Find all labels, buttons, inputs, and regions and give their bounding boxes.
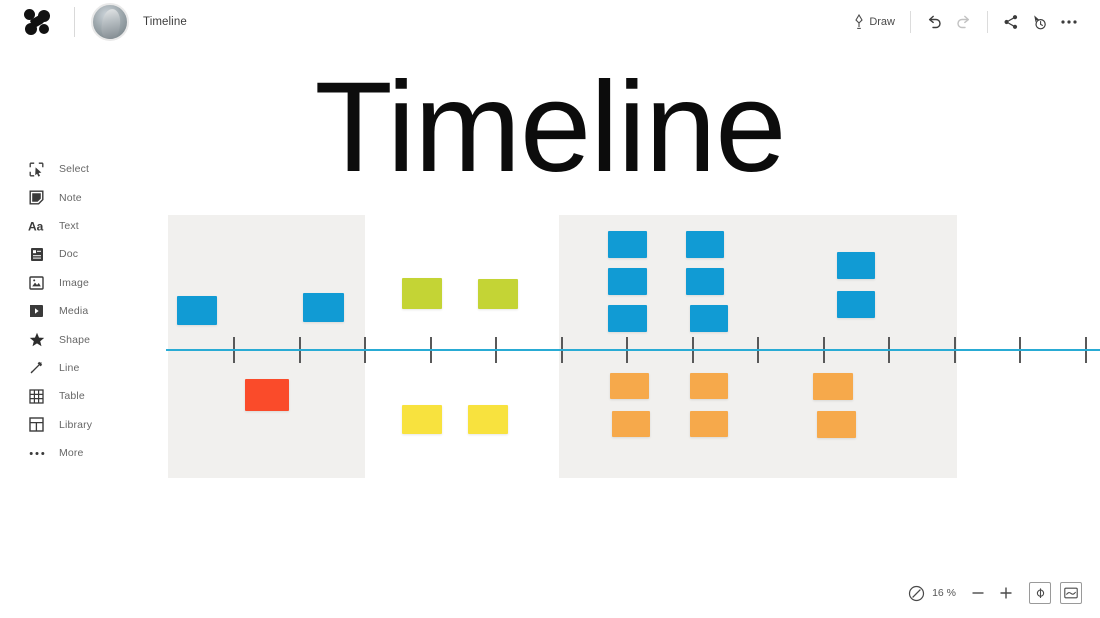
sidebar-item-line[interactable]: Line (0, 354, 120, 382)
minimap-icon (1064, 587, 1078, 599)
cloverleaf-logo-icon (24, 9, 50, 35)
sidebar-item-label: More (59, 447, 84, 460)
timeline-axis-line[interactable] (166, 349, 1100, 351)
sidebar-item-label: Shape (59, 333, 91, 346)
card-blue[interactable] (686, 231, 724, 258)
card-blue[interactable] (608, 268, 647, 295)
draw-button[interactable]: Draw (846, 7, 901, 37)
svg-text:Aa: Aa (28, 219, 44, 233)
zoom-controls: 16 % (902, 578, 1082, 608)
pen-nib-icon (852, 14, 866, 30)
card-orange[interactable] (690, 373, 728, 399)
card-blue[interactable] (690, 305, 728, 332)
undo-button[interactable] (920, 7, 949, 37)
sidebar-item-label: Text (59, 219, 79, 232)
card-orange[interactable] (612, 411, 650, 437)
sidebar-item-label: Image (59, 276, 89, 289)
card-blue[interactable] (837, 252, 875, 279)
sidebar-item-select[interactable]: Select (0, 155, 120, 183)
more-horizontal-icon (28, 445, 45, 462)
history-button[interactable] (1025, 7, 1054, 37)
zone-left[interactable] (168, 215, 365, 478)
card-blue[interactable] (686, 268, 724, 295)
sticky-note-icon (28, 189, 45, 206)
image-icon (28, 274, 45, 291)
draw-label: Draw (869, 16, 895, 28)
tool-rail: Select Note Aa Text (0, 155, 120, 467)
undo-arrow-icon (926, 14, 943, 30)
zoom-in-button[interactable] (992, 579, 1020, 607)
sidebar-item-media[interactable]: Media (0, 297, 120, 325)
minimap-button[interactable] (1060, 582, 1082, 604)
library-panel-icon (28, 416, 45, 433)
card-orange[interactable] (813, 373, 853, 400)
app-logo-button[interactable] (0, 0, 74, 44)
sidebar-item-label: Select (59, 163, 90, 176)
redo-button[interactable] (949, 7, 978, 37)
card-blue[interactable] (608, 305, 647, 332)
sidebar-item-label: Media (59, 305, 89, 318)
sidebar-item-label: Line (59, 361, 80, 374)
sidebar-item-image[interactable]: Image (0, 269, 120, 297)
sidebar-item-text[interactable]: Aa Text (0, 212, 120, 240)
card-lime[interactable] (478, 279, 518, 309)
card-blue[interactable] (303, 293, 344, 322)
card-red[interactable] (245, 379, 289, 411)
more-options-button[interactable] (1054, 7, 1084, 37)
actions-divider-2 (987, 11, 988, 33)
sidebar-item-label: Doc (59, 248, 79, 261)
actions-divider-1 (910, 11, 911, 33)
history-clock-cursor-icon (1031, 14, 1048, 31)
sidebar-item-more[interactable]: More (0, 439, 120, 467)
line-pen-icon (28, 359, 45, 376)
share-nodes-icon (1003, 14, 1019, 30)
redo-arrow-icon (955, 14, 972, 30)
share-button[interactable] (997, 7, 1025, 37)
document-icon (28, 246, 45, 263)
toolbar-divider (74, 7, 75, 37)
board-title[interactable]: Timeline (314, 56, 787, 199)
card-orange[interactable] (817, 411, 856, 438)
card-blue[interactable] (837, 291, 875, 318)
sidebar-item-shape[interactable]: Shape (0, 325, 120, 353)
top-bar: Timeline Draw (0, 0, 1100, 44)
select-cursor-icon (28, 161, 45, 178)
media-play-icon (28, 303, 45, 320)
page-title: Timeline (143, 16, 187, 28)
text-aa-icon: Aa (28, 217, 45, 234)
sidebar-item-table[interactable]: Table (0, 382, 120, 410)
top-bar-actions: Draw (846, 0, 1100, 44)
board-canvas[interactable]: Timeline (0, 44, 1100, 618)
star-shape-icon (28, 331, 45, 348)
zoom-out-button[interactable] (964, 579, 992, 607)
sidebar-item-doc[interactable]: Doc (0, 240, 120, 268)
sidebar-item-label: Note (59, 191, 82, 204)
card-orange[interactable] (610, 373, 649, 399)
fit-to-screen-icon (1034, 587, 1047, 600)
card-yellow[interactable] (468, 405, 508, 434)
card-blue[interactable] (608, 231, 647, 258)
card-yellow[interactable] (402, 405, 442, 434)
sidebar-item-note[interactable]: Note (0, 183, 120, 211)
card-lime[interactable] (402, 278, 442, 309)
table-grid-icon (28, 388, 45, 405)
sidebar-item-label: Table (59, 390, 85, 403)
card-blue[interactable] (177, 296, 217, 325)
card-orange[interactable] (690, 411, 728, 437)
fit-to-screen-button[interactable] (1029, 582, 1051, 604)
sidebar-item-library[interactable]: Library (0, 411, 120, 439)
compass-slash-icon[interactable] (902, 579, 930, 607)
more-horizontal-icon (1060, 19, 1078, 25)
sidebar-item-label: Library (59, 418, 93, 431)
avatar[interactable] (91, 3, 129, 41)
zoom-percent-label: 16 % (932, 587, 956, 599)
